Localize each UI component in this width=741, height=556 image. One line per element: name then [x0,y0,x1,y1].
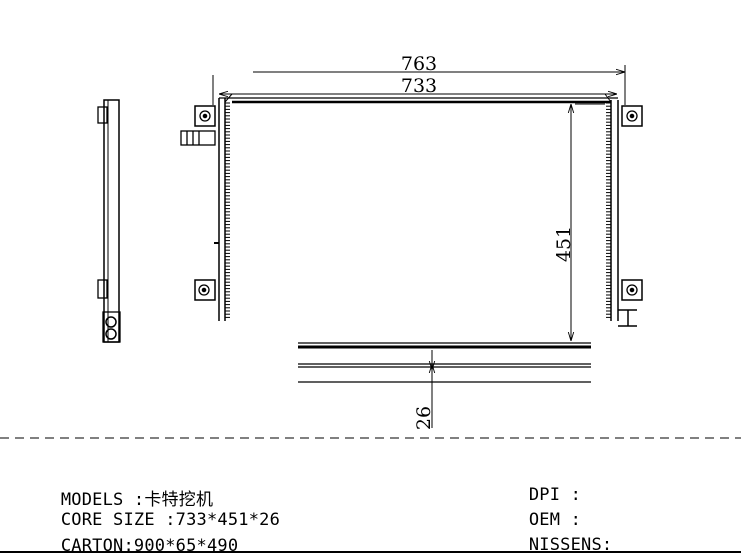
oem-line: OEM : [508,490,581,530]
core-size-value: 733*451*26 [175,510,281,530]
oem-label: OEM : [528,510,582,530]
core-size-line: CORE SIZE :733*451*26 [40,490,280,530]
dim-core-width: 733 [401,75,437,97]
bracket-bottom-left [194,279,216,301]
front-view [180,93,643,327]
models-value: 卡特挖机 [144,490,214,510]
carton-label: CARTON: [60,536,134,556]
core-size-label: CORE SIZE : [60,510,176,530]
dim-overall-width: 763 [401,53,437,75]
carton-value: 900*65*490 [133,536,239,556]
bracket-bottom-right [621,279,643,301]
dpi-label: DPI : [528,485,582,505]
dim-core-thickness: 26 [413,406,435,430]
nissens-line: NISSENS: [508,515,612,555]
bracket-top-left [194,105,216,127]
models-line: MODELS :卡特挖机 [40,465,213,510]
dimension-lines [212,65,626,428]
dim-core-height: 451 [553,226,575,262]
carton-line: CARTON:900*65*490 [40,516,238,556]
thickness-view [298,342,591,383]
inlet-fitting [180,130,216,146]
bracket-top-right [621,105,643,127]
nissens-label: NISSENS: [528,535,613,555]
outlet-stub [618,309,637,327]
side-view [97,99,121,343]
dpi-line: DPI : [508,465,581,505]
models-label: MODELS : [60,490,145,510]
